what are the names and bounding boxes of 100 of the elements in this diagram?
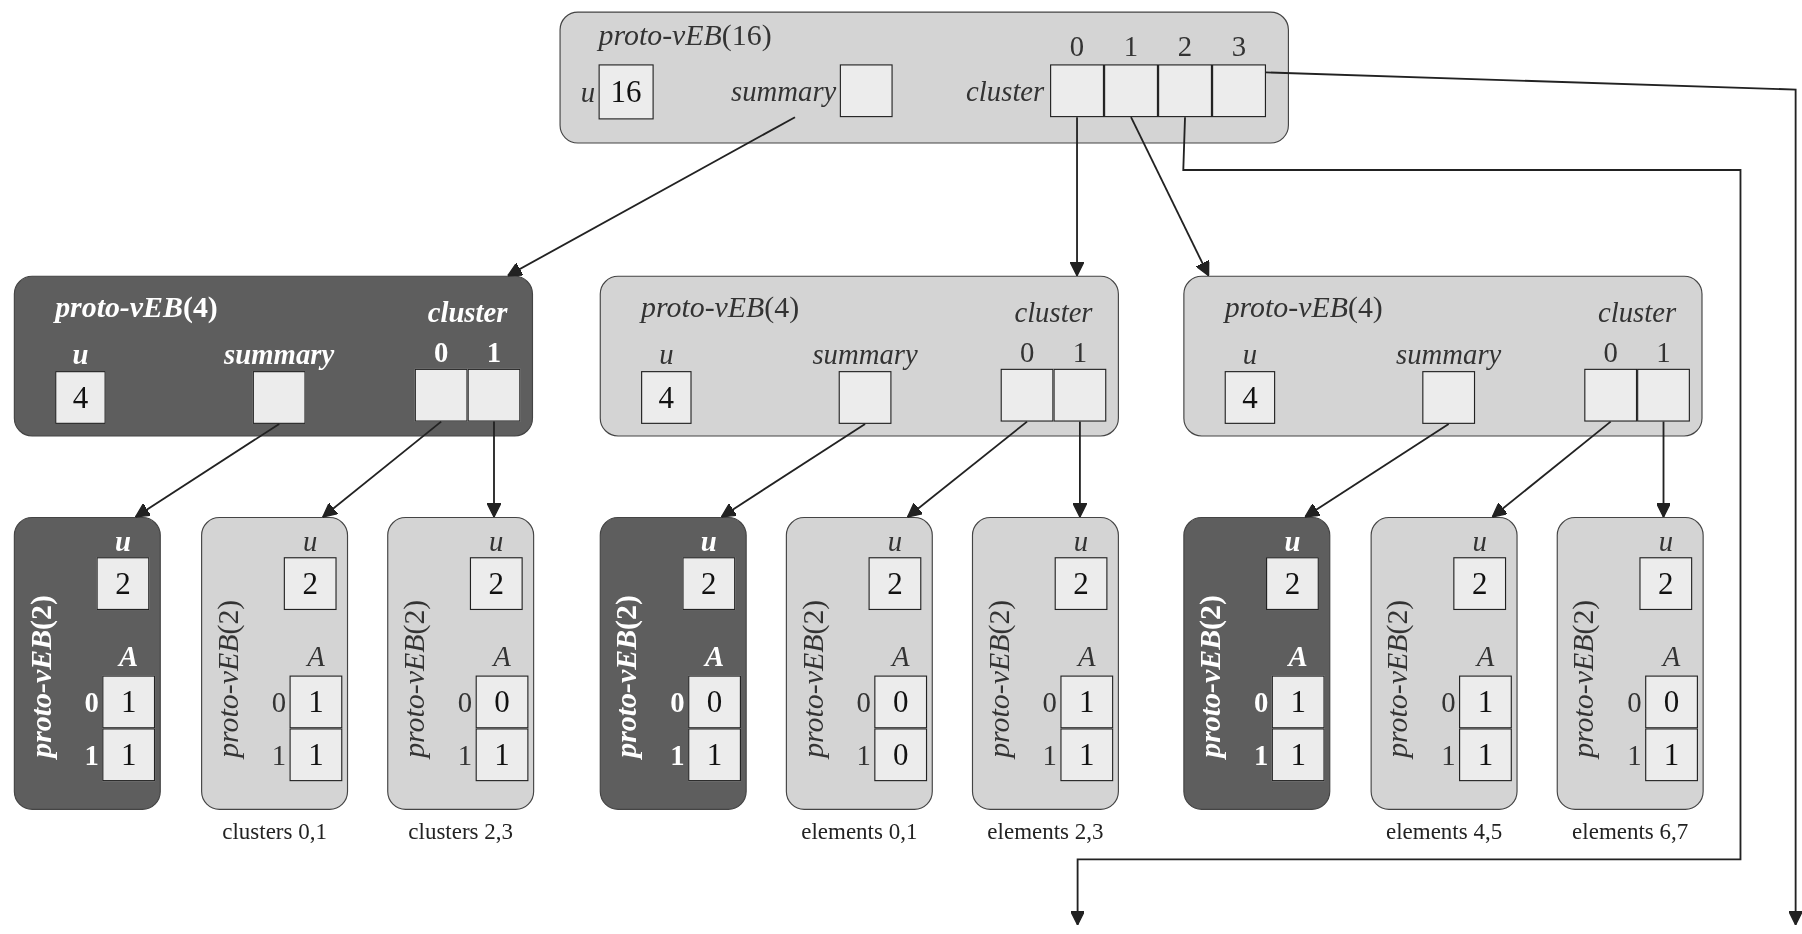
value-cell: 2: [682, 557, 736, 611]
field-label: u: [1241, 337, 1259, 372]
structure-title: proto-vEB(2): [1195, 595, 1226, 759]
index-label: 1: [855, 738, 872, 773]
pointer-arrow: [906, 420, 1028, 518]
value-cell: 0: [1645, 675, 1698, 729]
pointer-arrow: [1070, 116, 1742, 926]
caption-label: elements 4,5: [1386, 817, 1503, 845]
structure-title: proto-vEB(16): [598, 20, 772, 51]
value-cell: 1: [1459, 728, 1512, 782]
field-label: A: [490, 639, 512, 673]
value-cell: 0: [874, 675, 928, 729]
index-label: 1: [270, 738, 288, 773]
field-label: u: [488, 525, 505, 558]
index-label: 1: [456, 738, 474, 773]
caption-label: elements 2,3: [987, 817, 1104, 845]
field-label: summary: [223, 337, 336, 372]
value-cell: 1: [102, 728, 156, 782]
value-cell: 2: [96, 557, 150, 611]
field-label: u: [699, 525, 718, 558]
field-label: A: [889, 639, 911, 673]
field-label: u: [886, 525, 904, 558]
value-cell: 2: [469, 557, 523, 611]
structure-title: proto-vEB(2): [1569, 600, 1600, 759]
index-label: 0: [83, 685, 100, 720]
value-cell: 1: [1271, 728, 1325, 782]
structure-title: proto-vEB(2): [213, 600, 244, 759]
structure-title: proto-vEB(2): [798, 600, 829, 759]
structure-title: proto-vEB(2): [26, 595, 57, 759]
pointer-arrow: [486, 420, 502, 518]
field-label: cluster: [426, 294, 509, 329]
field-label: summary: [1395, 337, 1503, 372]
field-label: u: [113, 525, 132, 558]
field-label: u: [1283, 525, 1302, 558]
index-label: 3: [1230, 29, 1248, 64]
value-cell: 1: [475, 728, 529, 782]
value-cell: 0: [688, 675, 741, 729]
index-label: 0: [1018, 335, 1036, 369]
value-cell: 2: [868, 557, 922, 611]
pointer-arrow: [321, 420, 443, 518]
index-label: 1: [1041, 738, 1058, 773]
value-cell: 4: [1224, 371, 1276, 424]
index-label: 0: [1602, 335, 1619, 369]
structure-box: [599, 516, 747, 810]
value-cell: 2: [1639, 557, 1693, 611]
field-label: u: [1657, 525, 1674, 558]
index-label: 1: [1655, 335, 1672, 369]
field-label: u: [302, 525, 319, 558]
value-cell: 2: [1453, 557, 1507, 611]
field-label: A: [116, 639, 140, 673]
index-label: 0: [669, 685, 686, 720]
value-cell: 0: [874, 728, 928, 782]
field-label: A: [702, 639, 726, 673]
field-label: cluster: [1013, 294, 1094, 329]
value-cell: 1: [102, 675, 156, 729]
value-cell: 0: [475, 675, 529, 729]
value-cell: 4: [55, 371, 106, 424]
value-cell: 1: [289, 675, 343, 729]
structure-box: [1183, 275, 1703, 437]
pointer-arrow: [1130, 116, 1210, 277]
value-cell: 1: [1060, 728, 1114, 782]
pointer-arrow: [1304, 423, 1450, 518]
caption-label: clusters 0,1: [222, 817, 327, 845]
index-label: 0: [1068, 29, 1086, 64]
structure-box: [13, 516, 161, 810]
field-label: A: [1474, 639, 1496, 673]
value-cell: 1: [1060, 675, 1114, 729]
pointer-arrow: [1265, 71, 1802, 926]
index-label: 0: [432, 335, 450, 369]
index-label: 1: [485, 335, 503, 369]
value-cell: 1: [1459, 675, 1512, 729]
field-label: u: [1072, 525, 1090, 558]
value-cell: 4: [641, 371, 692, 424]
pointer-arrow: [1655, 420, 1672, 518]
value-cell: 1: [688, 728, 741, 782]
pointer-arrow: [1069, 116, 1085, 277]
structure-title: proto-vEB(4): [641, 292, 800, 323]
pointer-arrow: [1072, 420, 1088, 518]
pointer-arrow: [720, 423, 866, 518]
index-label: 1: [1626, 738, 1643, 773]
value-cell: 2: [1054, 557, 1108, 611]
field-label: u: [1471, 525, 1488, 558]
index-label: 2: [1176, 29, 1194, 64]
value-cell: 1: [1645, 728, 1698, 782]
value-cell: 1: [289, 728, 343, 782]
index-label: 1: [1071, 335, 1089, 369]
structure-title: proto-vEB(2): [984, 600, 1015, 759]
value-cell: 1: [1271, 675, 1325, 729]
pointer-arrow: [506, 116, 796, 277]
index-label: 1: [1252, 738, 1270, 773]
index-label: 0: [270, 685, 288, 720]
index-label: 0: [456, 685, 474, 720]
index-label: 1: [83, 738, 100, 773]
structure-title: proto-vEB(4): [55, 292, 218, 323]
field-label: summary: [811, 337, 919, 372]
field-label: u: [71, 337, 90, 372]
value-cell: 2: [283, 557, 337, 611]
caption-label: elements 0,1: [801, 817, 918, 845]
field-label: A: [1286, 639, 1309, 673]
pointer-arrow: [1491, 420, 1612, 518]
